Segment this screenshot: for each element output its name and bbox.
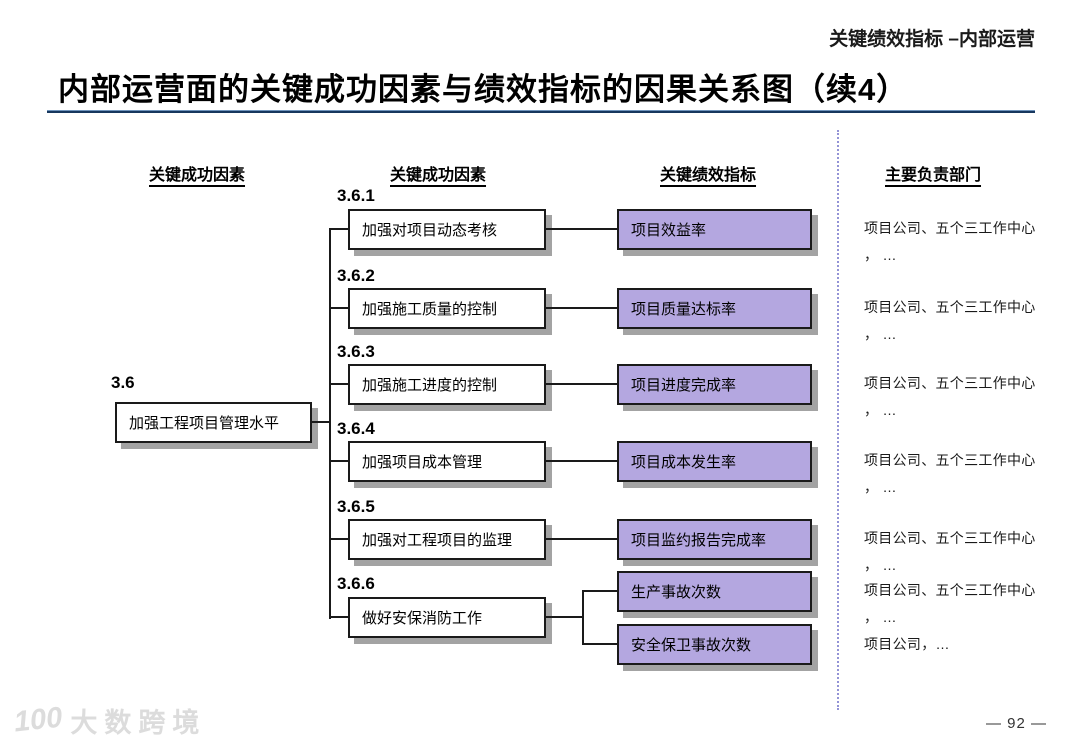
department-line: 项目公司、五个三工作中心 [864, 375, 1036, 391]
kpi-department-divider-dashed [837, 130, 839, 710]
factor-box: 加强项目成本管理 [348, 441, 546, 482]
department-line: ， … [864, 557, 897, 573]
root-factor-box: 加强工程项目管理水平 [115, 402, 312, 443]
title-underline [47, 110, 1035, 113]
kpi-box: 项目进度完成率 [617, 364, 812, 405]
row-code: 3.6.6 [337, 574, 375, 593]
slide-section-label: 关键绩效指标 –内部运营 [829, 29, 1035, 50]
connector-trunk-vertical [329, 229, 331, 619]
row-code: 3.6.1 [337, 186, 375, 205]
department-line: 项目公司、五个三工作中心 [864, 530, 1036, 546]
page-title: 内部运营面的关键成功因素与绩效指标的因果关系图（续4） [58, 72, 909, 107]
watermark: 100 大数跨境 [12, 701, 207, 740]
kpi-box: 项目成本发生率 [617, 441, 812, 482]
row-code: 3.6.3 [337, 342, 375, 361]
department-entry: 项目公司、五个三工作中心 ， … [864, 215, 1059, 269]
department-entry: 项目公司、五个三工作中心 ， … [864, 577, 1059, 631]
column-header-csf-mid: 关键成功因素 [390, 167, 487, 184]
page-number: — 92 — [985, 715, 1047, 732]
factor-box: 加强施工进度的控制 [348, 364, 546, 405]
department-line: ， … [864, 479, 897, 495]
department-line: ， … [864, 402, 897, 418]
connector-root-to-trunk [312, 421, 331, 423]
connector-factor-to-kpi [546, 307, 617, 309]
kpi-box: 项目监约报告完成率 [617, 519, 812, 560]
factor-box: 加强对项目动态考核 [348, 209, 546, 250]
kpi-box: 安全保卫事故次数 [617, 624, 812, 665]
connector-factor-to-kpi [546, 538, 617, 540]
department-entry: 项目公司、五个三工作中心 ， … [864, 294, 1059, 348]
department-line: 项目公司、五个三工作中心 [864, 299, 1036, 315]
root-code: 3.6 [111, 373, 135, 392]
kpi-box: 项目效益率 [617, 209, 812, 250]
factor-box: 做好安保消防工作 [348, 597, 546, 638]
column-header-csf-left: 关键成功因素 [149, 167, 246, 184]
factor-box: 加强施工质量的控制 [348, 288, 546, 329]
department-entry: 项目公司、五个三工作中心 ， … [864, 525, 1059, 579]
factor-box: 加强对工程项目的监理 [348, 519, 546, 560]
connector-factor-to-kpi [546, 228, 617, 230]
kpi-box: 项目质量达标率 [617, 288, 812, 329]
connector-trunk-row2 [329, 307, 348, 309]
department-entry: 项目公司、五个三工作中心 ， … [864, 370, 1059, 424]
department-line: 项目公司、五个三工作中心 [864, 582, 1036, 598]
row-code: 3.6.5 [337, 497, 375, 516]
row-code: 3.6.4 [337, 419, 375, 438]
connector-branch-vertical [582, 590, 584, 645]
connector-trunk-row5 [329, 538, 348, 540]
department-entry: 项目公司，… [864, 631, 1059, 658]
department-line: 项目公司、五个三工作中心 [864, 220, 1036, 236]
department-line: ， … [864, 326, 897, 342]
connector-trunk-row4 [329, 460, 348, 462]
department-line: ， … [864, 247, 897, 263]
department-entry: 项目公司、五个三工作中心 ， … [864, 447, 1059, 501]
kpi-box: 生产事故次数 [617, 571, 812, 612]
department-line: ， … [864, 609, 897, 625]
connector-trunk-row6 [329, 616, 348, 618]
watermark-logo: 100 [12, 701, 64, 739]
column-header-department: 主要负责部门 [885, 167, 982, 184]
connector-factor-to-kpi [546, 383, 617, 385]
connector-trunk-row3 [329, 383, 348, 385]
department-line: 项目公司、五个三工作中心 [864, 452, 1036, 468]
connector-branch-top [582, 590, 617, 592]
watermark-text: 大数跨境 [70, 708, 207, 738]
row-code: 3.6.2 [337, 266, 375, 285]
connector-factor-to-branch [546, 616, 583, 618]
connector-trunk-row1 [329, 228, 348, 230]
department-line: 项目公司，… [864, 636, 950, 652]
column-header-kpi: 关键绩效指标 [660, 167, 757, 184]
connector-branch-bottom [582, 643, 617, 645]
connector-factor-to-kpi [546, 460, 617, 462]
